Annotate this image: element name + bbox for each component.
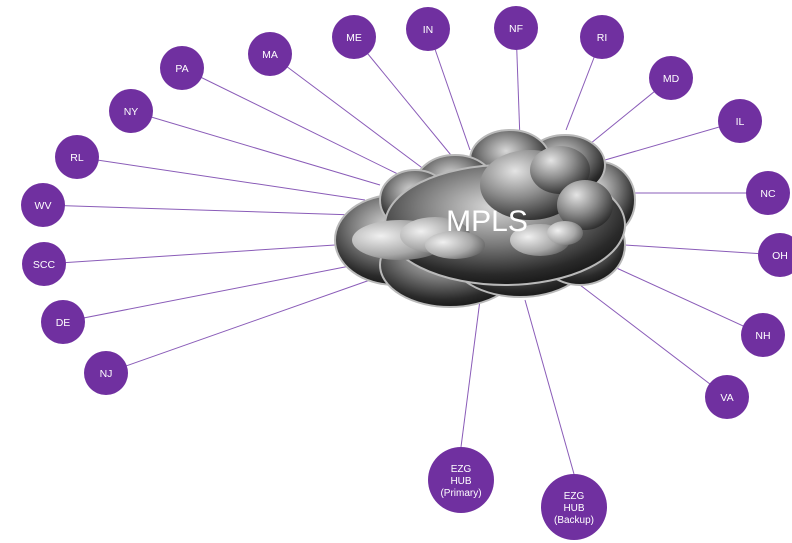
link-line-scc: [43, 244, 336, 265]
link-line-de: [62, 264, 356, 323]
site-node-circle: [84, 351, 128, 395]
site-node-label: DE: [56, 317, 71, 329]
site-node-label: MA: [262, 49, 278, 61]
link-line-oh: [624, 244, 781, 256]
site-node-circle: [758, 233, 792, 277]
hub-node-label-line: EZG: [564, 491, 585, 502]
site-node-nj[interactable]: NJ: [84, 351, 128, 395]
site-node-label: VA: [720, 392, 733, 404]
link-line-pa: [181, 67, 411, 181]
link-line-hub-backup: [524, 299, 575, 475]
site-node-de[interactable]: DE: [41, 300, 85, 344]
site-node-in[interactable]: IN: [406, 7, 450, 51]
site-node-circle: [494, 6, 538, 50]
link-line-nh: [609, 264, 764, 336]
site-node-circle: [746, 171, 790, 215]
site-node-label: NF: [509, 23, 523, 35]
site-node-wv[interactable]: WV: [21, 183, 65, 227]
hub-node-circle: [428, 447, 494, 513]
site-node-rl[interactable]: RL: [55, 135, 99, 179]
site-node-label: PA: [175, 63, 188, 75]
site-node-nc[interactable]: NC: [746, 171, 790, 215]
hub-node-circle: [541, 474, 607, 540]
link-line-ny: [130, 110, 381, 186]
site-node-ny[interactable]: NY: [109, 89, 153, 133]
site-node-circle: [21, 183, 65, 227]
link-lines: [42, 27, 781, 475]
site-node-label: ME: [346, 32, 362, 44]
site-node-label: MD: [663, 73, 680, 85]
site-node-label: NJ: [100, 368, 113, 380]
site-node-circle: [705, 375, 749, 419]
site-node-circle: [649, 56, 693, 100]
site-node-label: SCC: [33, 259, 56, 271]
site-node-circle: [718, 99, 762, 143]
site-node-circle: [580, 15, 624, 59]
link-line-me: [353, 36, 456, 161]
cloud-icon: MPLS: [334, 129, 636, 308]
site-node-circle: [160, 46, 204, 90]
site-node-circle: [248, 32, 292, 76]
site-node-circle: [22, 242, 66, 286]
link-line-hub-primary: [460, 299, 481, 448]
site-node-circle: [332, 15, 376, 59]
site-node-label: IL: [736, 116, 745, 128]
site-node-nf[interactable]: NF: [494, 6, 538, 50]
site-node-oh[interactable]: OH: [758, 233, 792, 277]
link-line-il: [604, 120, 741, 161]
site-node-label: NH: [755, 330, 770, 342]
site-node-label: WV: [35, 200, 52, 212]
site-node-label: RL: [70, 152, 84, 164]
site-node-ma[interactable]: MA: [248, 32, 292, 76]
site-node-il[interactable]: IL: [718, 99, 762, 143]
hub-node-label-line: HUB: [563, 503, 584, 514]
link-line-va: [579, 284, 728, 398]
site-node-nh[interactable]: NH: [741, 313, 785, 357]
site-node-label: NY: [124, 106, 139, 118]
site-node-circle: [406, 7, 450, 51]
site-node-va[interactable]: VA: [705, 375, 749, 419]
hub-node-label-line: (Backup): [554, 515, 594, 526]
link-line-nj: [105, 279, 371, 374]
site-node-scc[interactable]: SCC: [22, 242, 66, 286]
site-node-circle: [41, 300, 85, 344]
site-node-me[interactable]: ME: [332, 15, 376, 59]
site-node-circle: [55, 135, 99, 179]
site-node-label: IN: [423, 24, 434, 36]
site-node-md[interactable]: MD: [649, 56, 693, 100]
site-nodes: ME IN NF RI MA PA MD NY IL RL NC WV OH SCC DE NH NJ VA: [21, 6, 792, 419]
hub-node-label-line: EZG: [451, 464, 472, 475]
link-line-ma: [269, 53, 426, 171]
link-line-wv: [42, 204, 356, 216]
site-node-pa[interactable]: PA: [160, 46, 204, 90]
site-node-ri[interactable]: RI: [580, 15, 624, 59]
site-node-circle: [741, 313, 785, 357]
site-node-label: OH: [772, 250, 788, 262]
site-node-label: NC: [760, 188, 776, 200]
link-line-rl: [76, 156, 366, 201]
hub-node-label-line: HUB: [450, 476, 471, 487]
site-node-label: RI: [597, 32, 608, 44]
cloud-label: MPLS: [446, 205, 528, 238]
hub-node-label-line: (Primary): [440, 488, 481, 499]
site-node-circle: [109, 89, 153, 133]
